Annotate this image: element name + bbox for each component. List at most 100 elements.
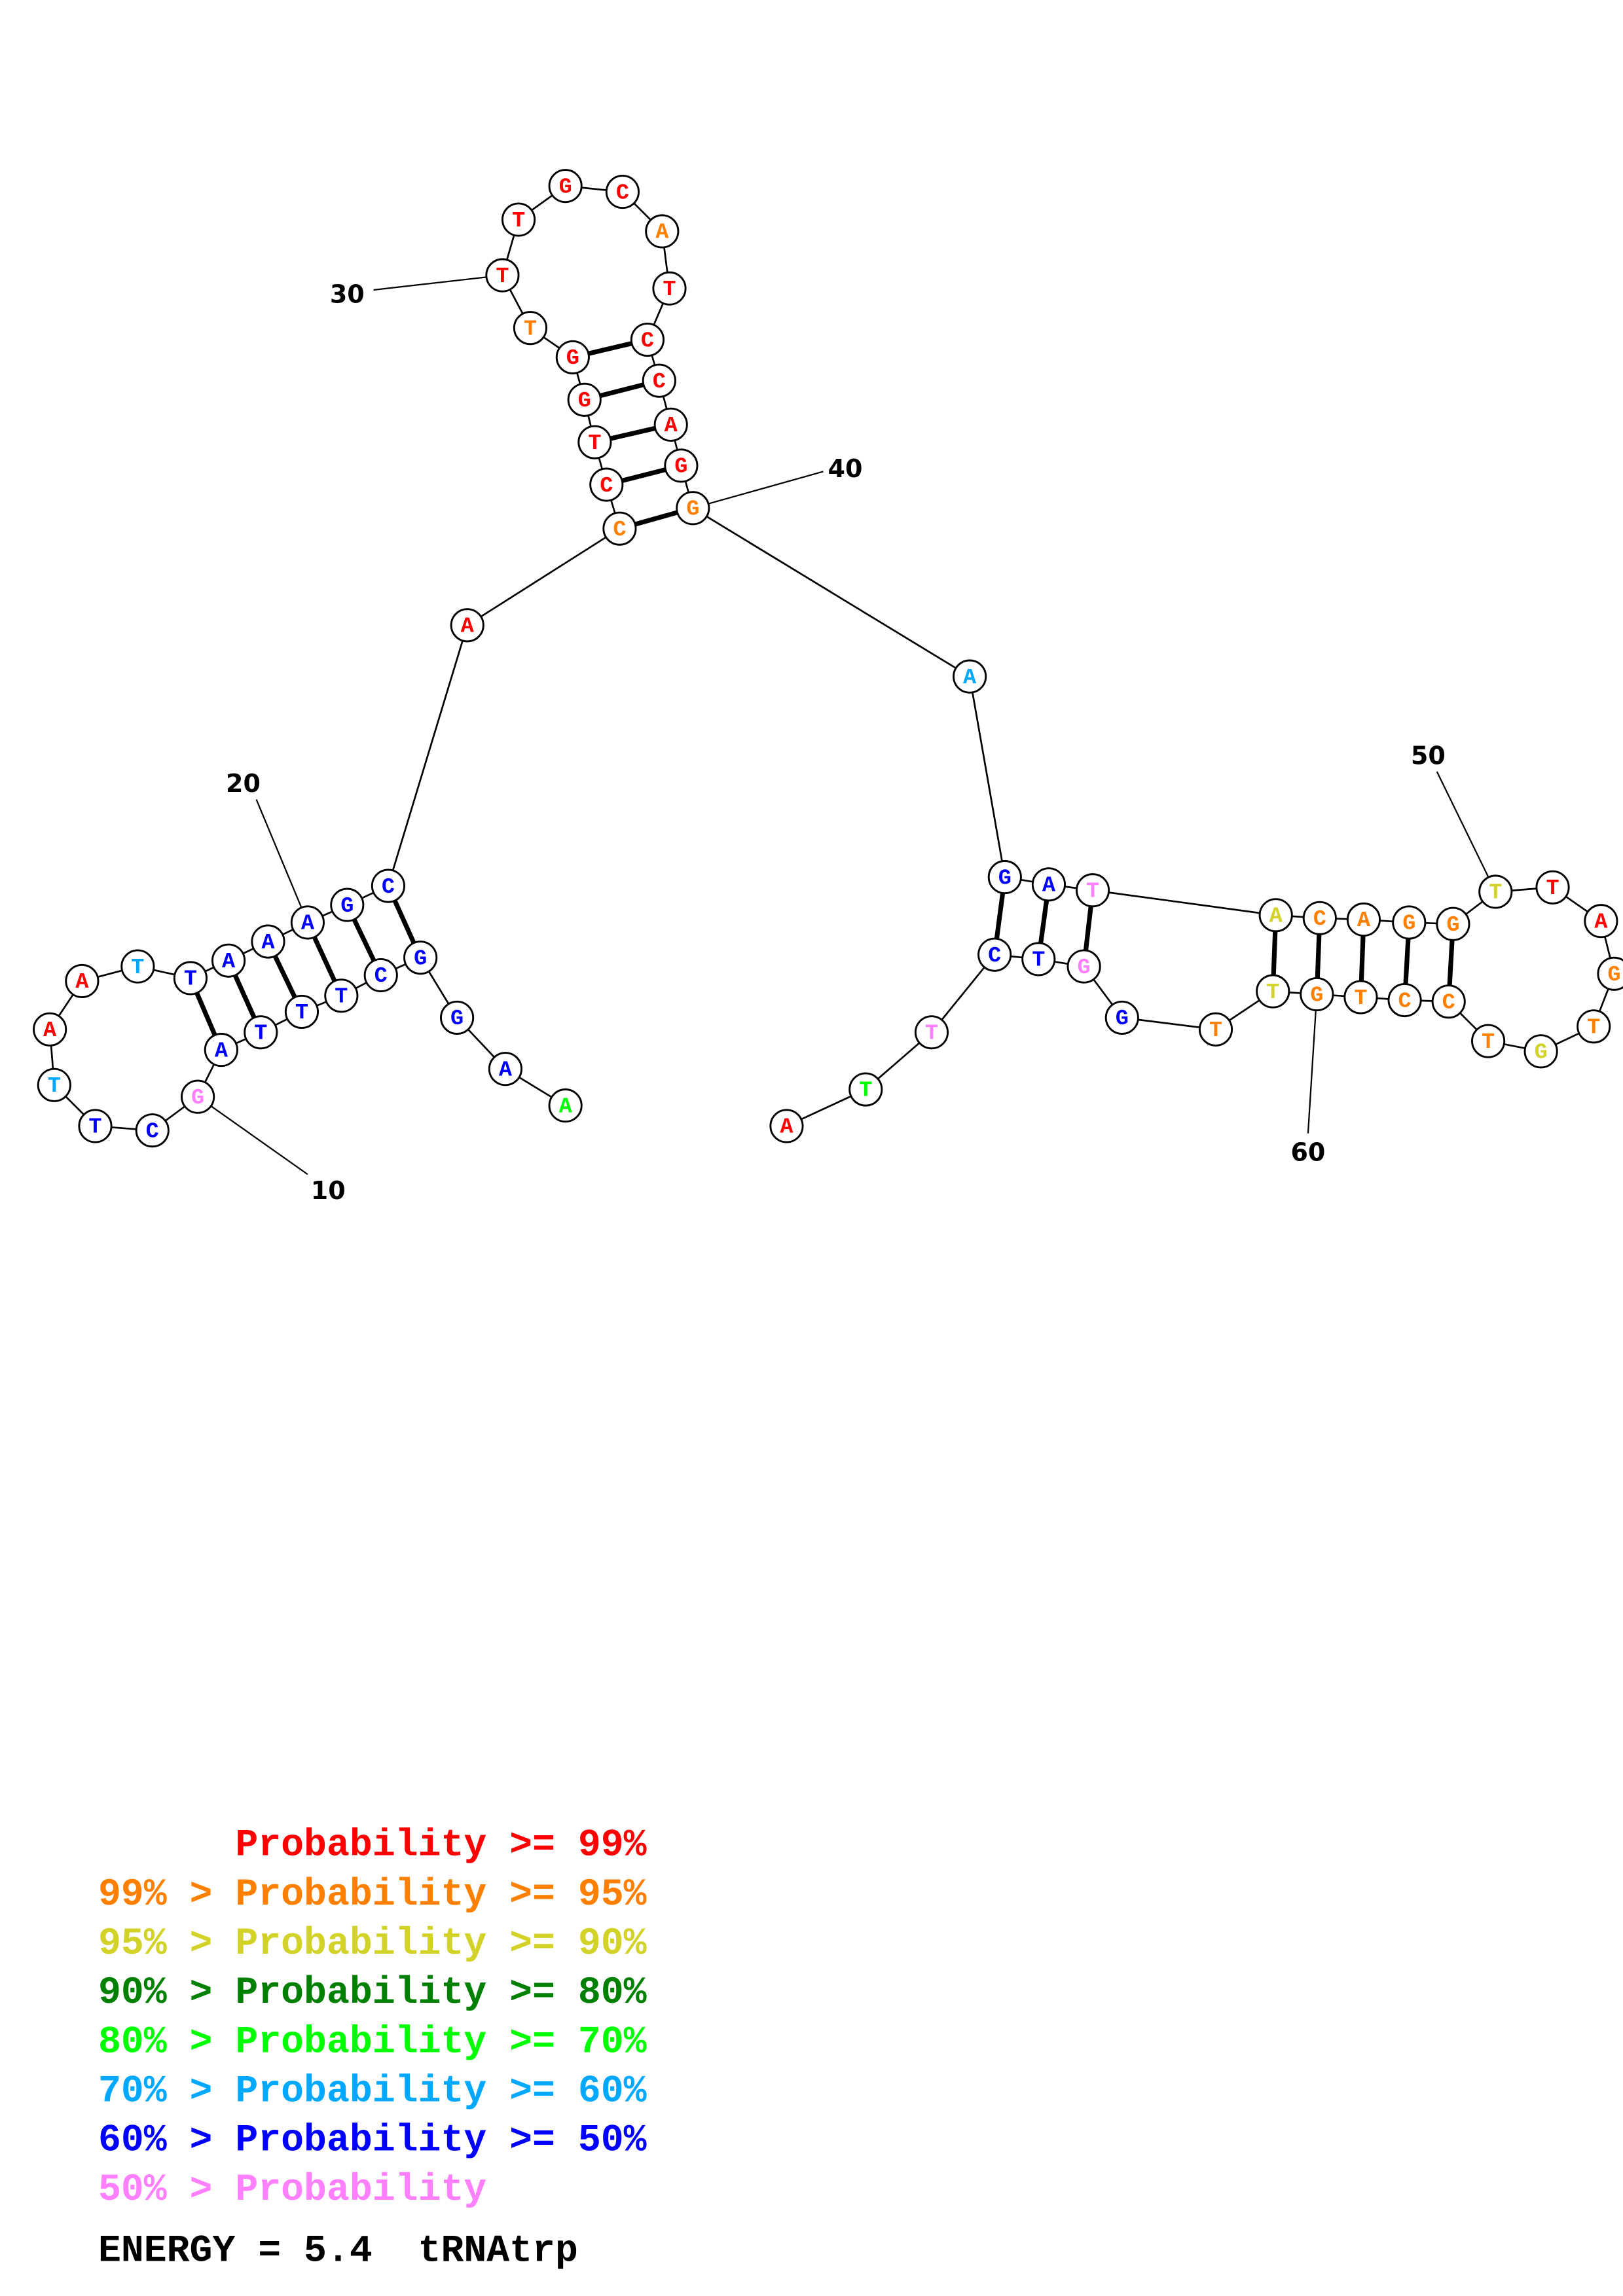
nucleotide: A (290, 905, 325, 940)
nucleotide-circle (488, 1052, 522, 1086)
nucleotide: T (1021, 942, 1056, 977)
nucleotide: G (181, 1079, 215, 1114)
nucleotide-base: G (674, 455, 687, 480)
nucleotide: T (173, 961, 208, 996)
nucleotide-circle (664, 448, 699, 483)
nucleotide-base: A (222, 950, 236, 975)
nucleotide-base: G (998, 866, 1012, 891)
nucleotide-circle (1471, 1024, 1506, 1058)
nucleotide: T (284, 994, 319, 1030)
nucleotide-circle (211, 943, 246, 978)
legend-entry: 60% > Probability >= 50% (98, 2120, 647, 2162)
nucleotide: T (1075, 873, 1110, 908)
nucleotide-circle (403, 941, 438, 975)
nucleotide-base: G (1402, 912, 1415, 937)
nucleotide: G (1436, 906, 1470, 941)
nucleotide: A (1346, 902, 1381, 937)
nucleotide-circle (513, 311, 548, 346)
nucleotide-circle (1343, 980, 1378, 1014)
nucleotide-base: T (1482, 1030, 1495, 1055)
nucleotide: C (363, 958, 398, 993)
nucleotide: G (548, 169, 583, 204)
nucleotide-circle (33, 1012, 67, 1047)
nucleotide-circle (589, 467, 624, 502)
nucleotide: T (1198, 1012, 1233, 1047)
nucleotide: T (1535, 870, 1570, 905)
nucleotide-base: A (301, 912, 315, 937)
nucleotide-base: C (374, 964, 388, 989)
nucleotide-base: T (1587, 1016, 1600, 1041)
nucleotide-circle (914, 1015, 949, 1050)
nucleotide-circle (371, 869, 406, 903)
nucleotide-base: G (340, 894, 354, 919)
nucleotide-base: G (1535, 1041, 1548, 1066)
nucleotide: G (567, 382, 602, 417)
nucleotide: G (1104, 1000, 1139, 1035)
nucleotide-circle (284, 994, 319, 1030)
nucleotide-circle (567, 382, 602, 417)
nucleotide-circle (1031, 867, 1066, 902)
nucleotide-base: T (925, 1021, 938, 1046)
nucleotide: A (953, 659, 987, 694)
legend-prefix: 99% > (98, 1874, 235, 1916)
nucleotide-circle (1021, 942, 1056, 977)
nucleotide: T (1471, 1024, 1506, 1058)
nucleotide-base: T (254, 1021, 267, 1046)
nucleotide: T (501, 202, 536, 237)
nucleotide-base: G (1446, 913, 1459, 938)
nucleotide-circle (173, 961, 208, 996)
backbone-segment (1092, 889, 1276, 916)
nucleotide-circle (440, 1000, 475, 1035)
nucleotide-base: T (1354, 986, 1367, 1011)
nucleotide-base: G (566, 346, 579, 371)
nucleotide-circle (120, 949, 155, 984)
nucleotide-circle (605, 175, 640, 209)
nucleotide-base: A (43, 1018, 57, 1043)
legend-prefix (98, 1825, 235, 1867)
nucleotide: G (1067, 949, 1101, 984)
nucleotide: A (769, 1109, 804, 1143)
position-label: 40 (828, 454, 863, 483)
legend-label: Probability >= 99% (235, 1825, 646, 1867)
backbone-segment (387, 624, 469, 886)
nucleotide-base: A (1042, 874, 1056, 899)
nucleotide-circle (1523, 1034, 1558, 1069)
nucleotide-circle (78, 1109, 113, 1143)
nucleotide: T (513, 311, 548, 346)
nucleotide-circle (37, 1067, 71, 1102)
nucleotide-circle (977, 937, 1012, 972)
nucleotide-circle (1302, 901, 1337, 935)
nucleotide-circle (1597, 956, 1623, 991)
nucleotide-circle (290, 905, 325, 940)
nucleotide: T (1256, 974, 1290, 1009)
nucleotide: G (664, 448, 699, 483)
nucleotide-base: T (859, 1079, 872, 1103)
nucleotide-circle (1535, 870, 1570, 905)
nucleotide-base: T (131, 956, 144, 980)
nucleotide-base: G (191, 1086, 204, 1111)
nucleotide-circle (555, 340, 590, 374)
nucleotide: C (1387, 982, 1422, 1018)
nucleotide: C (371, 869, 406, 903)
nucleotide-circle (577, 425, 612, 459)
nucleotide-circle (244, 1015, 278, 1050)
nucleotide-base: A (75, 970, 89, 995)
nucleotide: T (1577, 1009, 1611, 1044)
nucleotide: C (605, 175, 640, 209)
nucleotide-base: C (616, 181, 629, 206)
nucleotide-circle (1067, 949, 1101, 984)
nucleotide-circle (953, 659, 987, 694)
nucleotide: G (555, 340, 590, 374)
nucleotide: A (65, 963, 100, 999)
nucleotide: A (488, 1052, 522, 1086)
nucleotide-base: A (499, 1058, 513, 1083)
position-tick (197, 1096, 308, 1175)
position-tick (1307, 994, 1318, 1134)
nucleotide: C (630, 322, 665, 357)
nucleotide-base: T (295, 1001, 308, 1026)
nucleotide-circle (450, 608, 484, 643)
nucleotide: G (1597, 956, 1623, 991)
nucleotide-circle (501, 202, 536, 237)
